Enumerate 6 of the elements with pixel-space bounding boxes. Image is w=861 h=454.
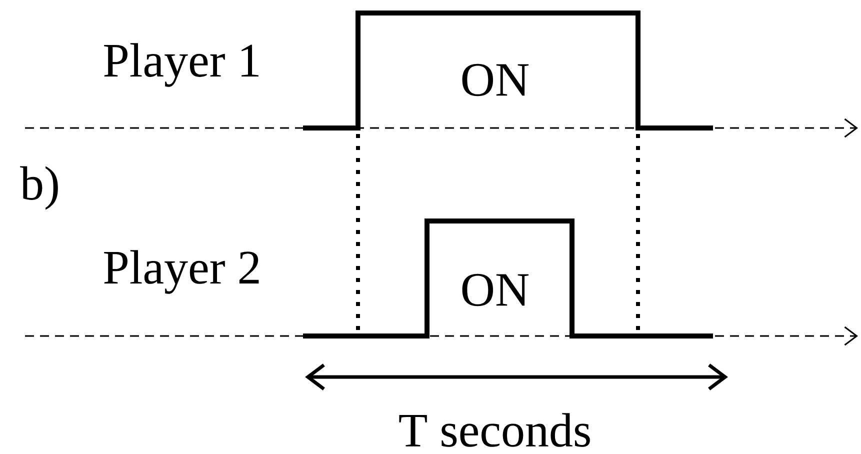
signal-label: Player 1 bbox=[104, 43, 258, 87]
dimension-label: T seconds bbox=[399, 413, 590, 447]
state-label: ON bbox=[462, 64, 529, 96]
state-label: ON bbox=[462, 274, 529, 306]
panel-label: b) bbox=[20, 166, 58, 210]
signal-label: Player 2 bbox=[104, 250, 259, 294]
